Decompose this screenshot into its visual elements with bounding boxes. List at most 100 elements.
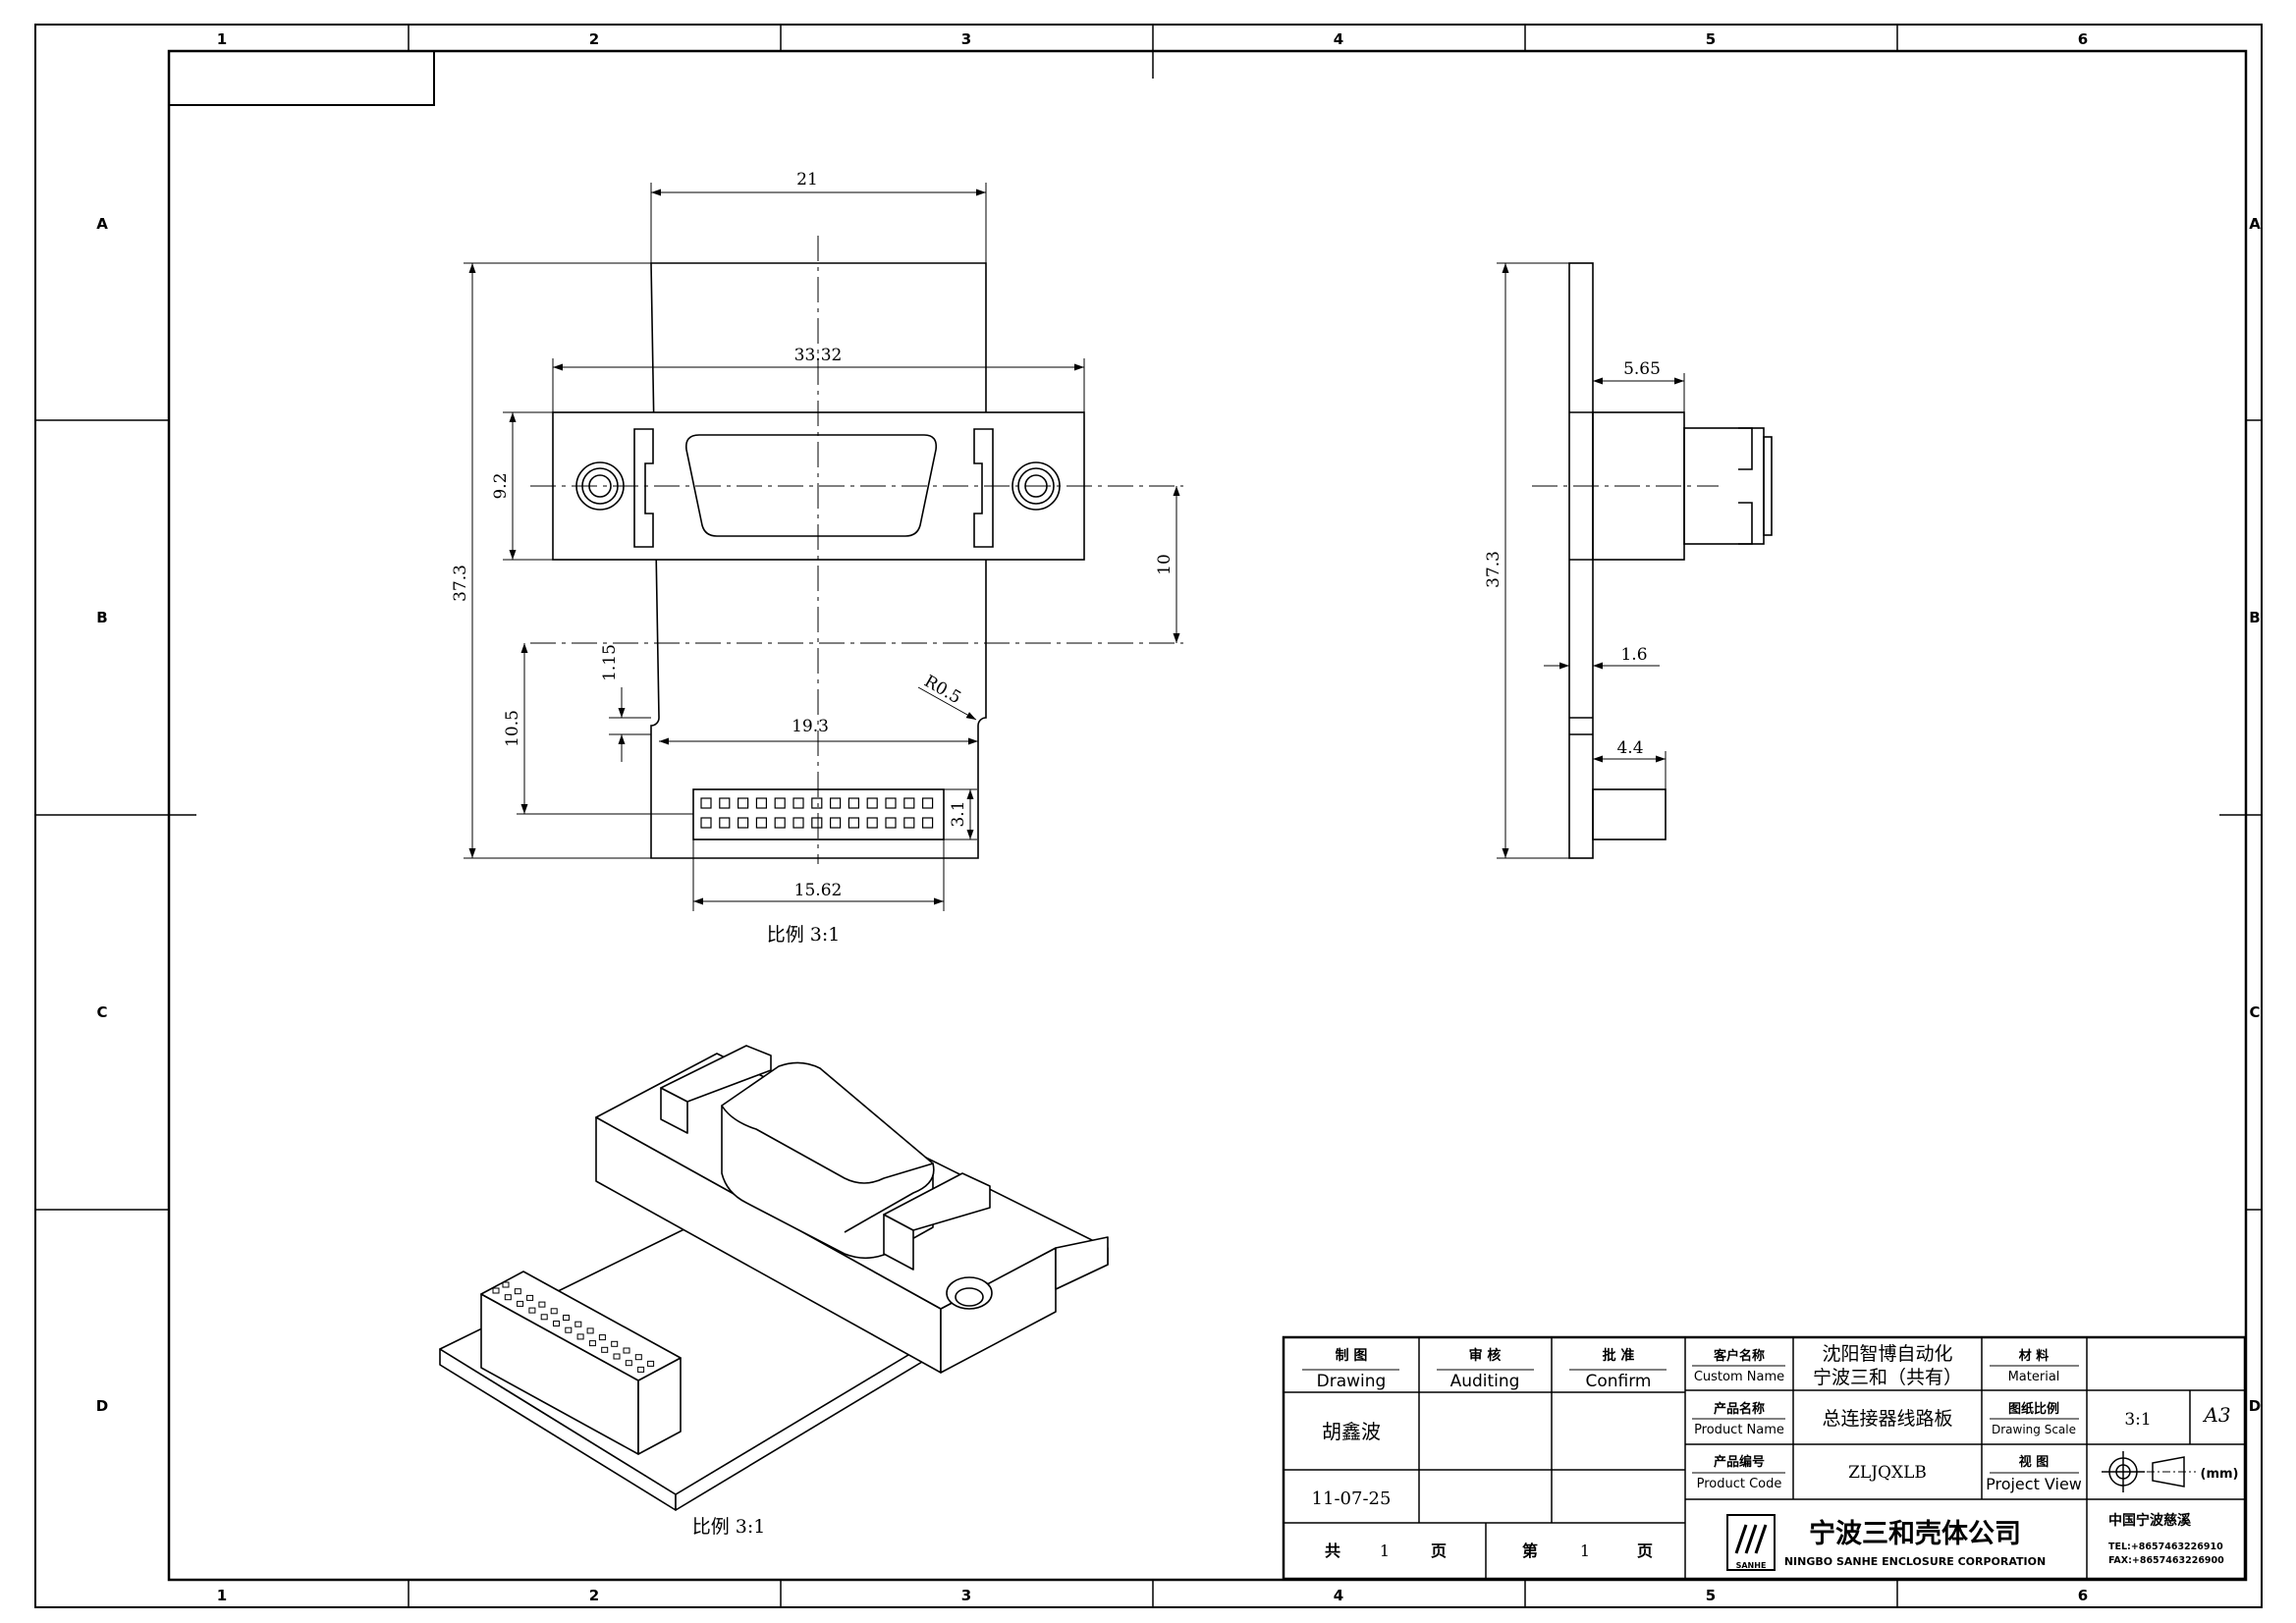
dim-15-62: 15.62 (794, 881, 843, 900)
product-name: 总连接器线路板 (1822, 1408, 1952, 1430)
iso-header-pin (517, 1300, 524, 1307)
header-pin (885, 817, 897, 829)
title-block (1282, 1335, 2247, 1581)
label-view: Project View (1986, 1475, 2082, 1493)
label-material: Material (2008, 1370, 2060, 1384)
page-no: 1 (1580, 1542, 1590, 1560)
header-pin (885, 797, 897, 809)
dim-1-6: 1.6 (1620, 645, 1647, 665)
logo-text: SANHE (1736, 1561, 1767, 1570)
dim-21: 21 (796, 170, 818, 189)
header-pin (755, 797, 768, 809)
iso-header-pin (637, 1366, 645, 1373)
address: 中国宁波慈溪 (2108, 1512, 2192, 1529)
header-pin (829, 817, 842, 829)
row-label: A (2249, 215, 2261, 233)
header-pin (903, 797, 915, 809)
iso-view-scale-label: 比例 3:1 (692, 1516, 766, 1538)
iso-header-pin (502, 1281, 510, 1288)
header-pin (811, 797, 823, 809)
dim-5-65: 5.65 (1623, 359, 1661, 379)
iso-header-pin (526, 1294, 534, 1301)
header-pin (847, 797, 860, 809)
dimension-lines (464, 183, 1180, 911)
company-name-cn: 宁波三和壳体公司 (1809, 1518, 2021, 1549)
company-name-en: NINGBO SANHE ENCLOSURE CORPORATION (1784, 1555, 2046, 1568)
dim-19-3: 19.3 (792, 717, 829, 736)
iso-header-pins (492, 1281, 655, 1373)
fax: FAX:+8657463226900 (2108, 1555, 2224, 1566)
label-product-name-cn: 产品名称 (1714, 1401, 1765, 1417)
col-label: 6 (2078, 1587, 2088, 1604)
row-label: C (2249, 1003, 2260, 1021)
col-label: 3 (961, 1587, 971, 1604)
col-label: 1 (217, 1587, 227, 1604)
label-auditing-cn: 审 核 (1469, 1347, 1502, 1364)
drawing-date: 11-07-25 (1312, 1488, 1392, 1509)
center-lines (530, 236, 1719, 864)
header-pin (774, 817, 786, 829)
label-product-name: Product Name (1694, 1423, 1784, 1437)
dim-33-32: 33.32 (794, 346, 843, 365)
col-label: 6 (2078, 30, 2088, 48)
dim-3-1: 3.1 (949, 800, 968, 827)
iso-header-pin (553, 1321, 560, 1326)
dim-10: 10 (1155, 554, 1175, 575)
header-pin (793, 817, 804, 829)
iso-header-pin (611, 1340, 619, 1347)
header-pin (700, 817, 712, 829)
customer-line-1: 沈阳智博自动化 (1822, 1343, 1952, 1365)
header-pins (700, 797, 934, 829)
label-drawing: Drawing (1317, 1372, 1387, 1391)
zone-labels: 1 2 3 4 5 6 1 2 3 4 5 6 A B C D A B C D (96, 30, 2261, 1604)
row-label: D (2249, 1397, 2261, 1415)
side-dimension-text: 5.65 37.3 1.6 4.4 (1484, 359, 1661, 758)
iso-header-pin (601, 1346, 609, 1353)
iso-header-pin (538, 1301, 546, 1308)
header-pin (700, 797, 712, 809)
label-scale-cn: 图纸比例 (2008, 1401, 2059, 1417)
iso-header-pin (586, 1327, 594, 1334)
iso-header-pin (565, 1326, 573, 1333)
header-pin (921, 797, 934, 809)
header-pin (829, 797, 842, 809)
row-label: A (96, 215, 108, 233)
dim-37-3: 37.3 (451, 565, 470, 602)
col-label: 4 (1334, 1587, 1343, 1604)
label-view-cn: 视 图 (2019, 1454, 2050, 1470)
label-drawing-cn: 制 图 (1336, 1347, 1368, 1364)
sheet-size: A3 (2202, 1403, 2230, 1427)
row-label: D (96, 1397, 108, 1415)
col-label: 5 (1706, 30, 1716, 48)
header-pin (719, 817, 731, 829)
label-material-cn: 材 料 (2019, 1348, 2050, 1364)
iso-header-pin (563, 1315, 570, 1321)
header-pin (866, 817, 878, 829)
label-confirm-cn: 批 准 (1603, 1347, 1635, 1364)
iso-header-pin (634, 1354, 642, 1361)
iso-header-pin (540, 1314, 548, 1321)
dim-4-4: 4.4 (1616, 738, 1643, 758)
product-code: ZLJQXLB (1848, 1463, 1927, 1483)
col-label: 4 (1334, 30, 1343, 48)
pages-total: 1 (1380, 1542, 1390, 1560)
label-auditing: Auditing (1450, 1372, 1520, 1391)
header-pin (903, 817, 915, 829)
pages-total-suffix: 页 (1431, 1542, 1447, 1560)
header-pin (774, 797, 786, 809)
iso-header-pin (588, 1340, 596, 1347)
iso-header-pin (647, 1360, 655, 1367)
iso-header-pin (528, 1307, 536, 1314)
side-dimension-lines (1497, 262, 1685, 859)
header-pin (811, 817, 823, 829)
iso-header-pin (504, 1294, 512, 1301)
tel: TEL:+8657463226910 (2108, 1542, 2223, 1552)
pages-total-prefix: 共 (1325, 1542, 1340, 1560)
iso-header-pin (514, 1288, 521, 1295)
iso-header-pin (613, 1353, 621, 1360)
header-pin (737, 797, 749, 809)
iso-header-pin (492, 1287, 500, 1294)
isometric-view (439, 1045, 1109, 1511)
header-pin (737, 817, 749, 829)
